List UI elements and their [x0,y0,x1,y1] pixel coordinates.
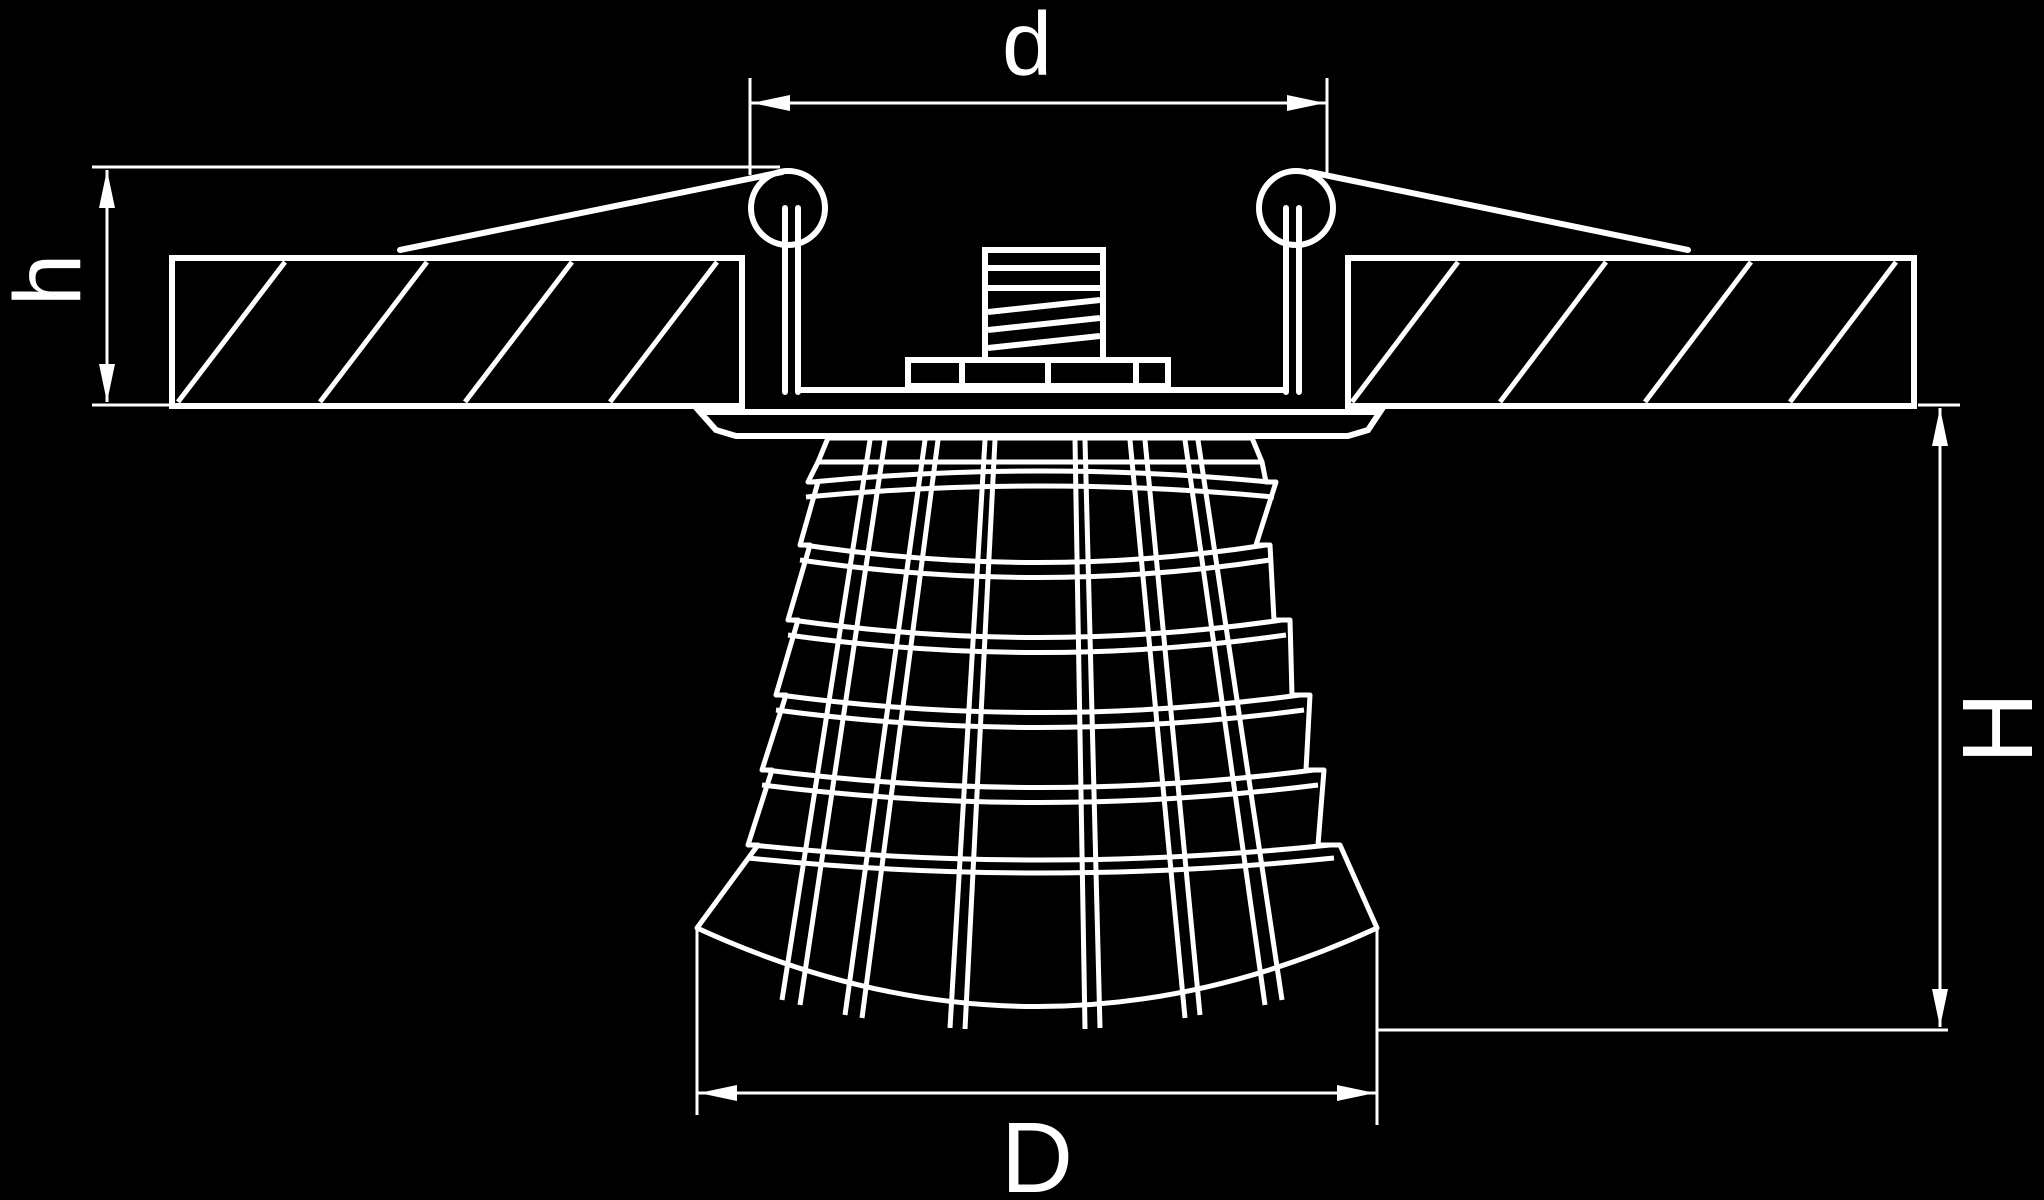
hatch-line [1643,260,1753,404]
hatch-line [176,260,287,404]
ceiling-hatching [176,260,1898,404]
shade-rib [751,842,1331,863]
shade-facet [842,439,928,1016]
socket-thread [987,333,1101,351]
shade-facet [1082,439,1103,1029]
shade-facet [797,439,888,1006]
spring-clips [397,168,1691,395]
shade-rib [787,632,1287,655]
arrowhead-H-top [1932,408,1948,446]
label-H: H [1942,692,2044,764]
shade-facet [1142,439,1203,1016]
shade-rib [811,468,1271,485]
spring-leg-left [782,205,801,395]
shade-facet [1072,439,1088,1030]
dimension-arrowheads [99,95,1948,1101]
terminal-block [905,357,1171,389]
shade-rib [803,542,1267,565]
arrowhead-D-right [1337,1085,1375,1101]
dimension-lines [92,78,1960,1125]
hatch-line [608,260,719,404]
spring-arm-right [1307,169,1691,253]
arrowhead-H-bottom [1932,989,1948,1027]
ceiling-panels [169,255,1917,409]
arrowhead-D-left [699,1085,737,1101]
lamp-socket [982,247,1106,363]
trim-ring [693,409,1386,439]
arrowhead-d-right [1287,95,1325,111]
ceiling-panel-right [1345,255,1917,409]
shade-facet [1195,439,1285,1001]
hatch-line [1788,260,1898,404]
arrowhead-h-top [99,170,115,208]
label-d: d [1002,0,1052,95]
shade-rib [761,782,1319,805]
glass-shade [694,435,1380,1030]
shade-facet [859,439,941,1019]
arrowhead-d-left [752,95,790,111]
shade-rib [779,692,1301,715]
socket-thread [987,297,1101,315]
shade-facet [962,439,998,1030]
hatch-line [1498,260,1608,404]
label-h: h [0,254,101,307]
label-D: D [1001,1102,1073,1200]
shade-facet [779,439,873,1001]
shade-rib [791,617,1283,640]
ceiling-panel-left [169,255,745,409]
shade-rib [765,767,1315,790]
lamp-housing [693,247,1386,439]
shade-rib [775,707,1305,730]
shade-rib [747,855,1335,876]
spring-leg-right [1283,205,1302,395]
hatch-line [318,260,429,404]
shade-outline [694,459,1380,1009]
socket-thread [987,315,1101,333]
shade-facet [1127,439,1188,1019]
shade-facet [1182,439,1268,1006]
shade-facet [947,439,988,1029]
shade-rib [805,483,1275,500]
hatch-line [1350,260,1460,404]
spring-arm-left [397,169,785,253]
arrowhead-h-bottom [99,364,115,402]
hatch-line [463,260,574,404]
